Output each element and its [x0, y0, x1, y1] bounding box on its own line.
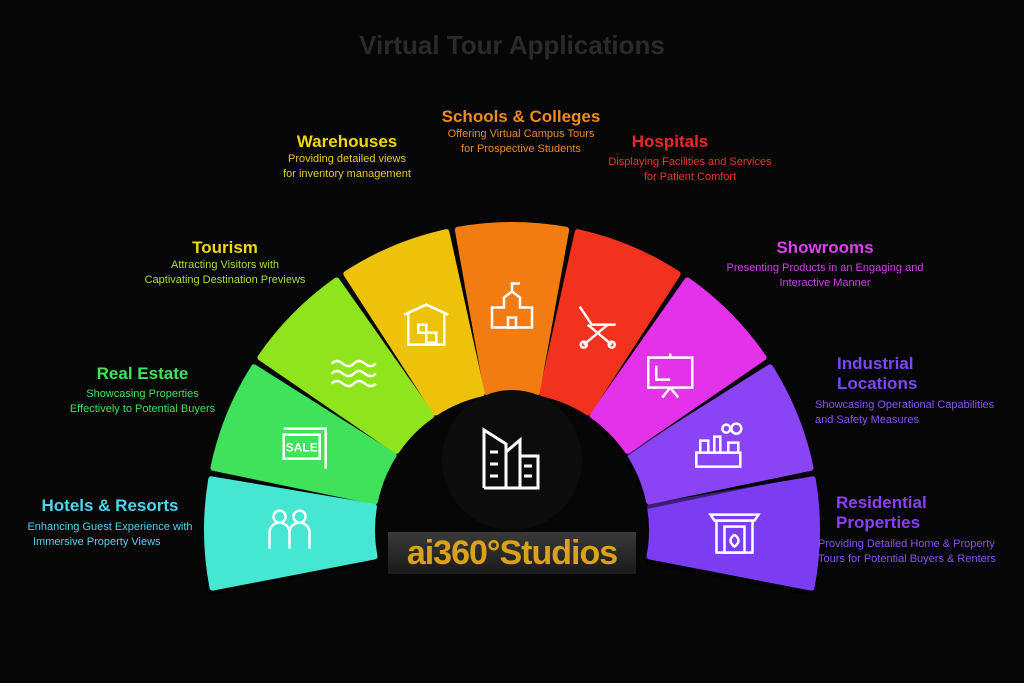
label-title: Tourism	[192, 238, 258, 257]
label-desc: and Safety Measures	[815, 414, 919, 426]
label-residential: Residential Properties Providing Detaile…	[818, 493, 1023, 567]
segment-warehouses	[342, 229, 485, 421]
warehouse-icon	[403, 303, 449, 346]
ai360-studios-logo: ai360°Studios	[388, 532, 636, 574]
label-desc: for Prospective Students	[461, 143, 581, 155]
buildings-icon	[482, 427, 540, 490]
presentation-icon	[646, 353, 694, 399]
label-warehouses: Warehouses Providing detailed views for …	[262, 132, 432, 182]
segment-shape	[646, 476, 820, 591]
fireplace-icon	[708, 513, 761, 554]
label-showrooms: Showrooms Presenting Products in an Enga…	[715, 238, 935, 291]
segment-hotels-resorts	[203, 476, 378, 596]
label-title: Residential	[836, 493, 927, 512]
label-title: Hotels & Resorts	[41, 496, 179, 515]
school-icon	[490, 282, 534, 329]
label-title: Industrial	[837, 354, 914, 373]
label-hotels: Hotels & Resorts Enhancing Guest Experie…	[20, 496, 200, 550]
label-title: Schools & Colleges	[441, 107, 601, 126]
label-desc: Interactive Manner	[779, 277, 871, 289]
segment-schools-colleges	[453, 222, 570, 401]
segment-shape	[589, 277, 767, 454]
factory-icon	[695, 422, 743, 468]
label-desc: Immersive Property Views	[33, 536, 161, 548]
center-disc	[442, 390, 582, 530]
people-icon	[268, 509, 311, 549]
segment-shape	[343, 229, 485, 416]
segment-shape	[204, 476, 378, 591]
label-title: Real Estate	[96, 364, 189, 383]
label-title: Properties	[836, 513, 921, 532]
label-tourism: Tourism Attracting Visitors with Captiva…	[135, 238, 315, 288]
label-desc: Showcasing Properties	[86, 388, 199, 400]
label-desc: Tours for Potential Buyers & Renters	[818, 553, 996, 565]
segment-industrial	[626, 364, 814, 510]
label-desc: for Patient Comfort	[643, 171, 737, 183]
segment-real-estate: SALE	[209, 364, 397, 510]
segment-shape	[627, 364, 814, 505]
label-industrial: Industrial Locations Showcasing Operatio…	[815, 354, 1020, 428]
label-title: Locations	[837, 374, 918, 393]
page-title: Virtual Tour Applications	[359, 30, 665, 60]
label-desc: for inventory management	[283, 168, 411, 180]
label-hospitals: Hospitals Displaying Facilities and Serv…	[595, 132, 785, 185]
label-desc: Offering Virtual Campus Tours	[447, 128, 595, 140]
segment-showrooms	[588, 277, 767, 459]
label-desc: Presenting Products in an Engaging and	[726, 262, 924, 274]
label-desc: Attracting Visitors with	[170, 259, 279, 271]
label-title: Hospitals	[631, 132, 709, 151]
label-title: Warehouses	[296, 132, 398, 151]
label-desc: Providing Detailed Home & Property	[818, 538, 995, 550]
sale-sign-text: SALE	[286, 441, 318, 455]
segment-residential	[645, 476, 820, 596]
label-desc: Effectively to Potential Buyers	[69, 403, 216, 415]
label-schools: Schools & Colleges Offering Virtual Camp…	[421, 107, 621, 157]
label-desc: Providing detailed views	[287, 153, 406, 165]
hospital-bed-icon	[578, 305, 616, 349]
label-real-estate: Real Estate Showcasing Properties Effect…	[60, 364, 225, 417]
segment-shape	[454, 222, 570, 396]
label-desc: Showcasing Operational Capabilities	[815, 399, 995, 411]
waves-icon	[330, 359, 377, 388]
segment-shape	[539, 229, 681, 416]
label-desc: Displaying Facilities and Services	[608, 156, 772, 168]
label-desc: Enhancing Guest Experience with	[27, 521, 193, 533]
label-title: Showrooms	[776, 238, 874, 257]
sale-sign-icon: SALE	[282, 427, 327, 469]
label-desc: Captivating Destination Previews	[144, 274, 306, 286]
segment-hospitals	[538, 229, 681, 421]
segment-tourism	[256, 277, 435, 459]
